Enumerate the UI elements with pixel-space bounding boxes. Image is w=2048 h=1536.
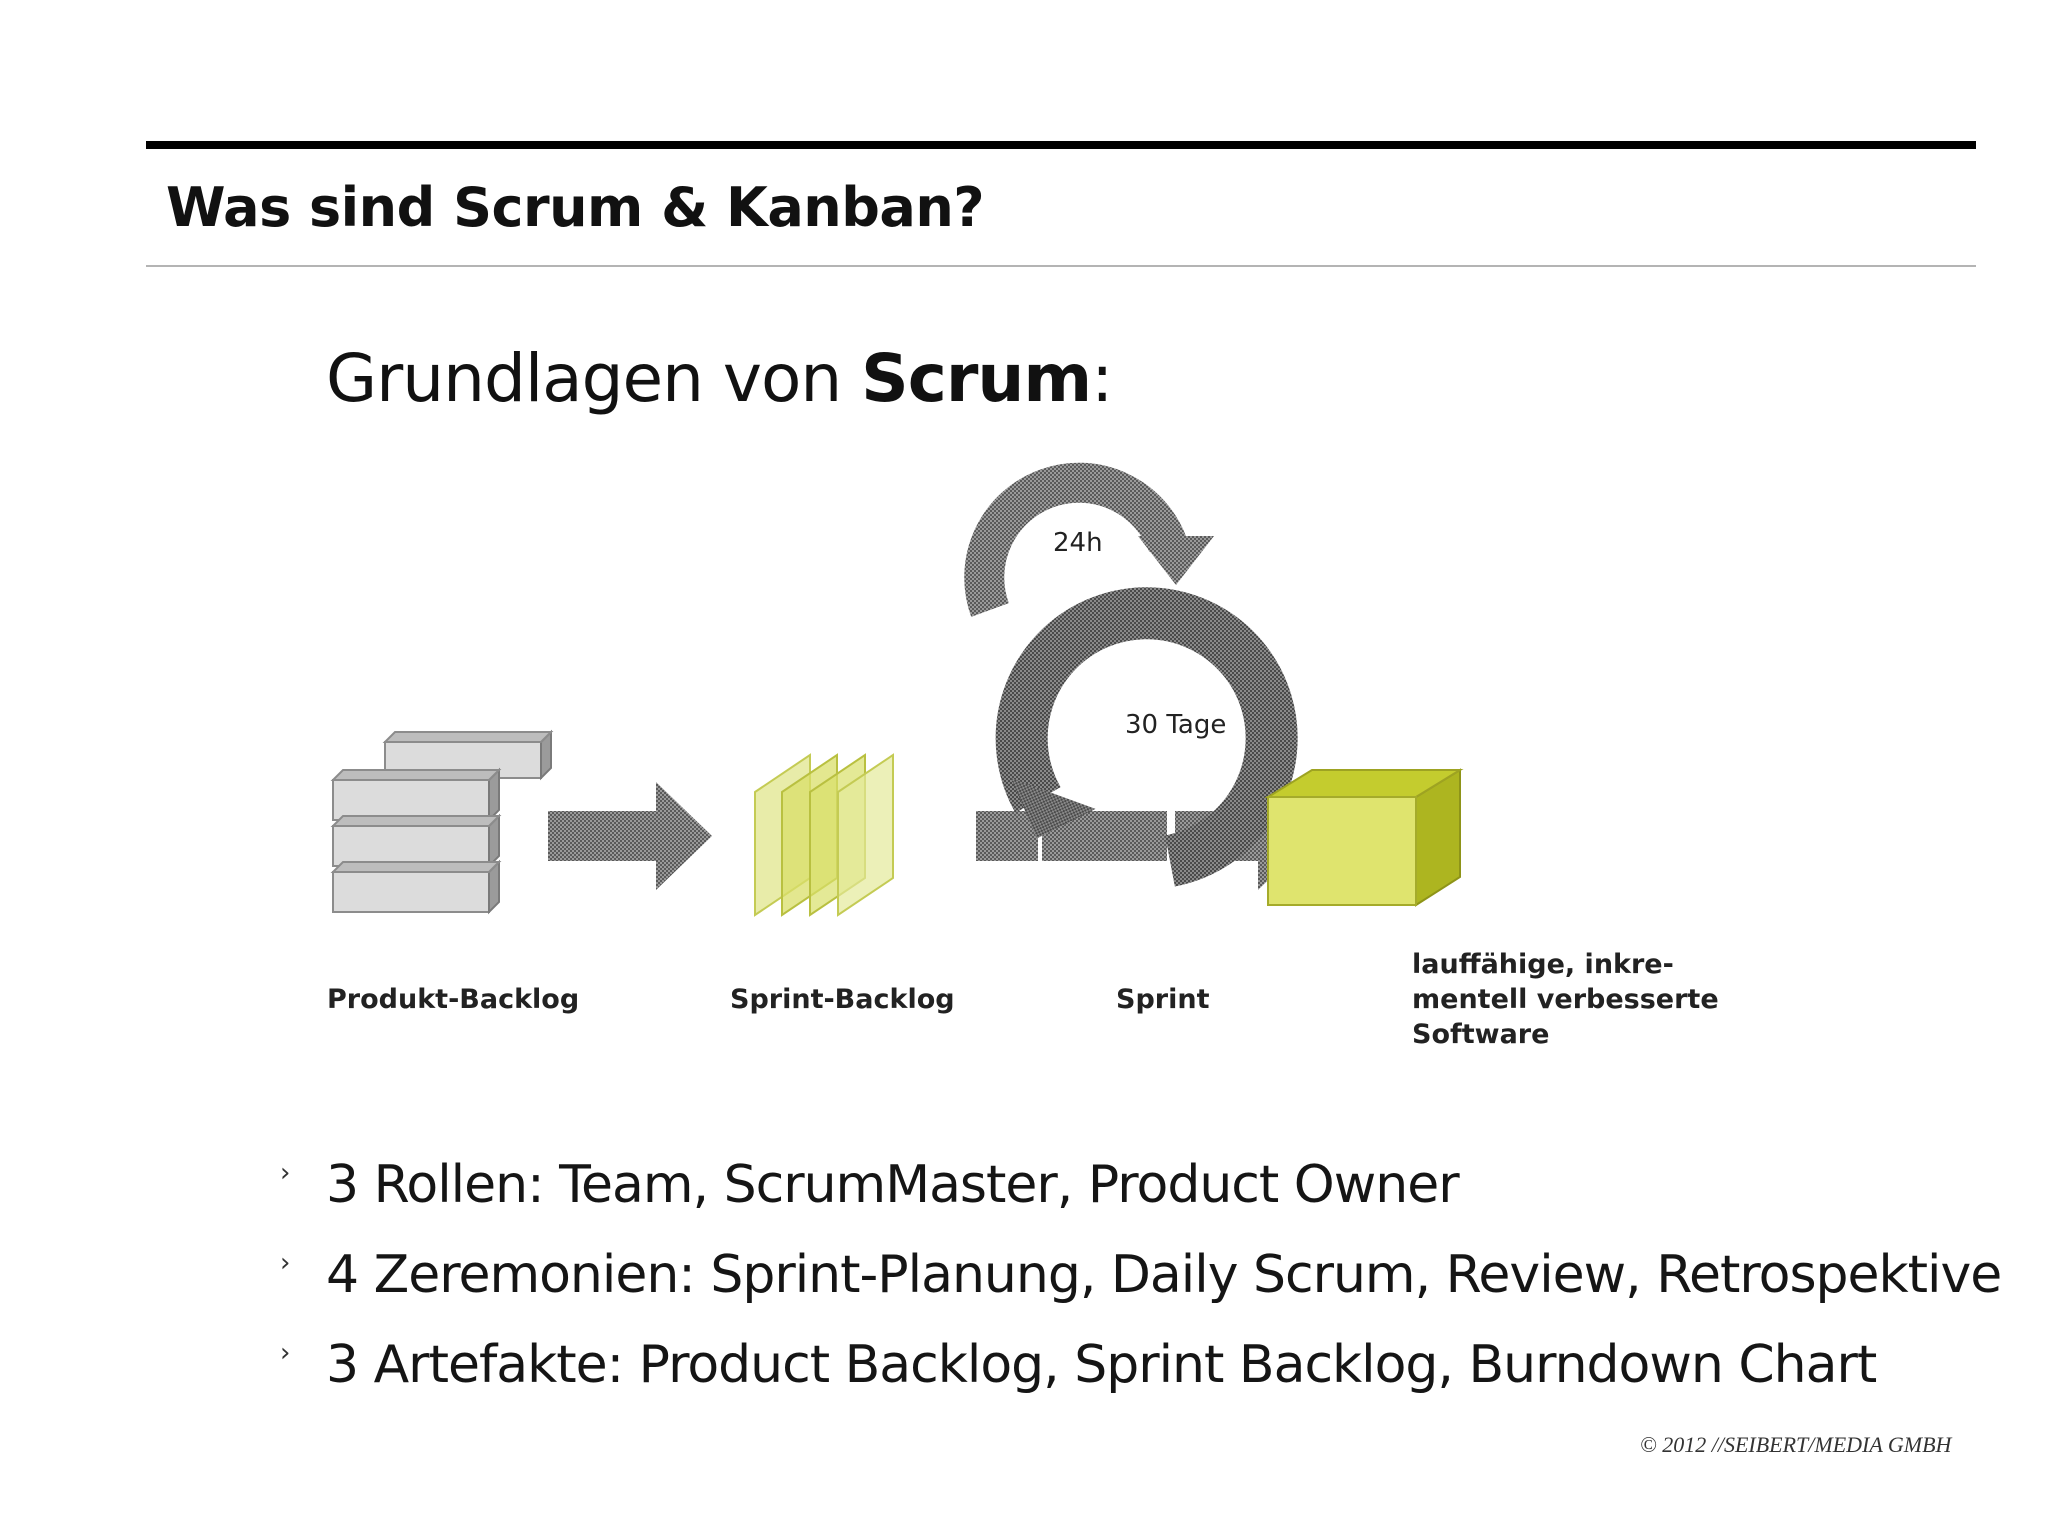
software-label-line: lauffähige, inkre- [1412,949,1674,980]
header-divider [146,265,1976,267]
sprint-loop-label: 30 Tage [1121,710,1231,740]
backlog-block [330,813,502,869]
scrum-process-diagram [330,462,1464,917]
subtitle-bold: Scrum [861,340,1092,417]
flow-arrow-backlog-to-sprint [548,782,712,890]
list-item: › 4 Zeremonien: Sprint-Planung, Daily Sc… [276,1230,2002,1320]
stage-label-software: lauffähige, inkre- mentell verbesserte S… [1412,947,1719,1052]
software-label-line: Software [1412,1019,1550,1050]
daily-loop-label: 24h [1053,528,1103,558]
slide-title: Was sind Scrum & Kanban? [166,176,985,239]
sprint-loop-arrow [995,587,1298,887]
subtitle-suffix: : [1091,340,1113,417]
sprint-bar-left [976,811,1038,861]
copyright-notice: © 2012 //SEIBERT/MEDIA GMBH [1640,1432,1952,1457]
bullet-text: 3 Artefakte: Product Backlog, Sprint Bac… [326,1335,1877,1395]
section-subtitle: Grundlagen von Scrum: [326,340,1113,417]
bullet-chevron-icon: › [280,1248,290,1278]
header-top-rule [146,141,1976,149]
backlog-block [330,767,502,823]
stage-label-sprint: Sprint [1116,984,1210,1015]
bullet-text: 4 Zeremonien: Sprint-Planung, Daily Scru… [326,1245,2002,1305]
subtitle-prefix: Grundlagen von [326,340,862,417]
stage-label-product-backlog: Produkt-Backlog [327,984,580,1015]
daily-loop-arrow [964,462,1214,617]
stage-label-sprint-backlog: Sprint-Backlog [730,984,955,1015]
sprint-backlog-sheets [754,753,894,917]
bullet-chevron-icon: › [280,1338,290,1368]
scrum-facts-list: › 3 Rollen: Team, ScrumMaster, Product O… [276,1140,2002,1410]
bullet-text: 3 Rollen: Team, ScrumMaster, Product Own… [326,1155,1460,1215]
list-item: › 3 Artefakte: Product Backlog, Sprint B… [276,1320,2001,1410]
backlog-block [330,859,502,915]
software-label-line: mentell verbesserte [1412,984,1719,1015]
product-backlog-stack [330,729,554,915]
list-item: › 3 Rollen: Team, ScrumMaster, Product O… [276,1140,2001,1230]
software-increment-box [1264,768,1464,907]
backlog-sheet [837,753,894,917]
bullet-chevron-icon: › [280,1158,290,1188]
